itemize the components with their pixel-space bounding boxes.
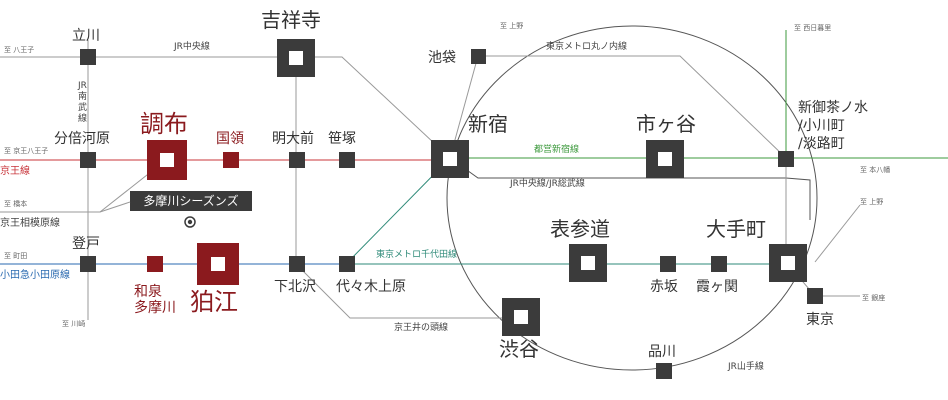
dest-ueno-right: 至 上野: [860, 197, 883, 206]
station-marker-bunbaigawara[interactable]: [80, 152, 96, 168]
station-label-shin-ochanomizu: 新御茶ノ水/小川町/淡路町: [798, 100, 868, 152]
station-label-kokuryo: 国領: [216, 130, 244, 147]
station-marker-akasaka[interactable]: [660, 256, 676, 272]
station-marker-meidaimae[interactable]: [289, 152, 305, 168]
line-label-inokashira: 京王井の頭線: [394, 321, 448, 333]
station-label-omotesando: 表参道: [550, 217, 610, 241]
station-marker-shinagawa[interactable]: [656, 363, 672, 379]
station-label-ikebukuro: 池袋: [428, 50, 456, 66]
station-marker-yoyogi-uehara[interactable]: [339, 256, 355, 272]
jr-chuo-sobu-line: [449, 157, 811, 220]
line-label-keio-sagamihara: 京王相模原線: [0, 216, 60, 229]
dest-keio-hachioji: 至 京王八王子: [4, 146, 48, 155]
station-marker-shinjuku-inner: [443, 152, 457, 166]
line-label-keio: 京王線: [0, 164, 30, 177]
station-label-chofu: 調布: [140, 110, 188, 138]
line-label-odakyu: 小田急小田原線: [0, 268, 70, 281]
station-markers: [80, 39, 823, 379]
line-label-yamanote: JR山手線: [727, 360, 764, 372]
station-label-otemachi: 大手町: [706, 217, 766, 241]
station-marker-sasazuka[interactable]: [339, 152, 355, 168]
station-marker-shimokitazawa[interactable]: [289, 256, 305, 272]
station-label-noborito: 登戸: [72, 236, 100, 252]
station-marker-kichijoji-inner: [289, 51, 303, 65]
station-marker-tokyo[interactable]: [807, 288, 823, 304]
station-label-shinjuku: 新宿: [468, 112, 508, 136]
dest-machida: 至 町田: [4, 252, 27, 260]
station-marker-kasumigaseki[interactable]: [711, 256, 727, 272]
station-label-izumi-tamagawa: 和泉多摩川: [134, 283, 176, 316]
location-pin-icon: [184, 216, 196, 228]
station-marker-omotesando-inner: [581, 256, 595, 270]
line-label-jr-chuo: JR中央線: [173, 40, 210, 52]
station-marker-shibuya-inner: [514, 310, 528, 324]
station-label-shibuya: 渋谷: [499, 337, 539, 361]
inokashira-line: [295, 57, 520, 319]
station-label-tokyo: 東京: [806, 312, 834, 328]
station-label-akasaka: 赤坂: [650, 279, 678, 295]
station-marker-ichigaya-inner: [658, 152, 672, 166]
jr-chuo-line: [0, 56, 451, 159]
dest-ueno-top: 至 上野: [500, 21, 523, 30]
station-marker-komae-inner: [211, 257, 225, 271]
destination-labels: 至 八王子 至 京王八王子 至 橋本 至 町田 至 川崎 至 上野 至 西日暮里…: [4, 21, 890, 328]
station-marker-kokuryo[interactable]: [223, 152, 239, 168]
station-label-sasazuka: 笹塚: [328, 131, 356, 147]
station-label-shimokitazawa: 下北沢: [274, 279, 316, 295]
station-label-tachikawa: 立川: [72, 28, 100, 44]
location-leader-line: [99, 201, 131, 213]
yamanote-loop-line: [446, 25, 818, 371]
station-label-meidaimae: 明大前: [272, 130, 314, 147]
station-label-ichigaya: 市ヶ谷: [636, 112, 696, 136]
station-marker-shin-ochanomizu[interactable]: [778, 151, 794, 167]
dest-hashimoto: 至 橋本: [4, 199, 27, 208]
station-marker-otemachi-inner: [781, 256, 795, 270]
location-marker[interactable]: 多摩川シーズンズ: [99, 191, 252, 228]
dest-ginza: 至 銀座: [862, 293, 885, 302]
line-label-toei-shinjuku: 都営新宿線: [534, 143, 579, 155]
line-label-jr-chuo-sobu: JR中央線/JR総武線: [509, 177, 585, 189]
station-marker-tachikawa[interactable]: [80, 49, 96, 65]
line-labels: JR中央線 東京メトロ丸ノ内線 都営新宿線 JR中央線/JR総武線 東京メトロ千…: [0, 40, 764, 372]
dest-nishi-nippori: 至 西日暮里: [794, 23, 831, 32]
station-marker-noborito[interactable]: [80, 256, 96, 272]
dest-hachioji: 至 八王子: [4, 46, 34, 54]
station-label-yoyogi-uehara: 代々木上原: [336, 279, 406, 295]
dest-kawasaki: 至 川崎: [62, 319, 85, 328]
line-label-chiyoda: 東京メトロ千代田線: [376, 248, 457, 260]
station-label-komae: 狛江: [190, 288, 238, 316]
dest-motoyawata: 至 本八幡: [860, 165, 890, 174]
station-label-shinagawa: 品川: [648, 344, 676, 360]
line-label-marunouchi: 東京メトロ丸ノ内線: [546, 40, 627, 52]
station-label-kasumigaseki: 霞ヶ関: [696, 279, 738, 295]
station-marker-izumi-tamagawa[interactable]: [147, 256, 163, 272]
line-to-ueno-right: [814, 204, 861, 263]
location-label-box: [130, 191, 252, 211]
station-labels: 立川 吉祥寺 池袋 分倍河原 調布 国領 明大前 笹塚 新宿 市ヶ谷 新御茶ノ水…: [54, 8, 868, 361]
marunouchi-line: [449, 55, 816, 297]
location-label: 多摩川シーズンズ: [143, 193, 238, 208]
station-label-kichijoji: 吉祥寺: [261, 8, 321, 32]
station-marker-chofu-inner: [160, 153, 174, 167]
station-label-bunbaigawara: 分倍河原: [54, 131, 110, 147]
station-marker-ikebukuro[interactable]: [471, 49, 486, 64]
